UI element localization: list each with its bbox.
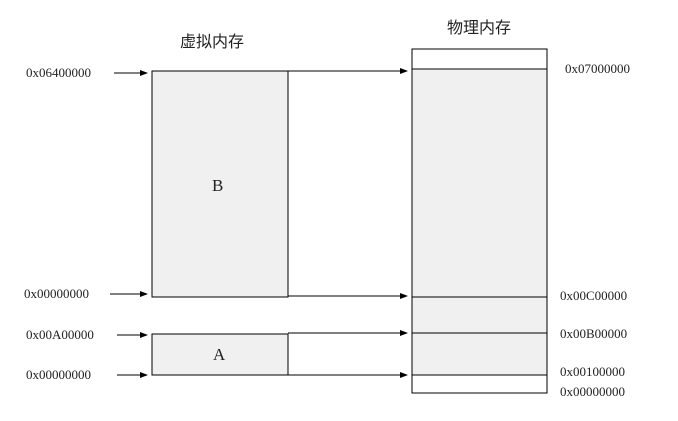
vaddr-a-top: 0x00A00000 bbox=[26, 327, 94, 342]
virtual-memory-title: 虚拟内存 bbox=[180, 32, 244, 51]
region-label-b: B bbox=[212, 176, 223, 195]
vaddr-b-bottom: 0x00000000 bbox=[24, 286, 89, 301]
virtual-block-b bbox=[151, 70, 289, 298]
vaddr-a-bottom: 0x00000000 bbox=[26, 367, 91, 382]
virtual-block-a bbox=[151, 333, 289, 376]
vaddr-b-top: 0x06400000 bbox=[26, 65, 91, 80]
paddr-top: 0x07000000 bbox=[565, 61, 630, 76]
paddr-a-top: 0x00B00000 bbox=[560, 326, 627, 341]
physical-used-region bbox=[412, 69, 547, 375]
physical-memory-title: 物理内存 bbox=[447, 18, 511, 37]
paddr-b-base: 0x00C00000 bbox=[560, 288, 627, 303]
paddr-zero: 0x00000000 bbox=[560, 384, 625, 399]
paddr-a-base: 0x00100000 bbox=[560, 364, 625, 379]
region-label-a: A bbox=[213, 345, 226, 364]
